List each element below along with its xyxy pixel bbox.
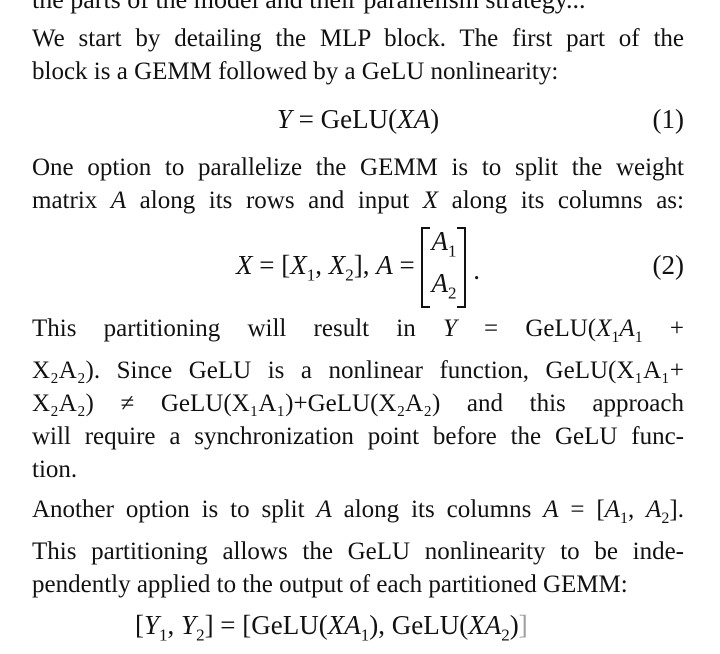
text-line: block is a GEMM followed by a GeLU nonli…	[32, 58, 559, 85]
text-line: This partitioning will result in Y = GeL…	[32, 315, 684, 346]
text-line: matrix A along its rows and input X alon…	[32, 187, 684, 214]
text-line: Another option is to split A along its c…	[32, 496, 684, 527]
text-line: One option to parallelize the GEMM is to…	[32, 154, 684, 181]
paragraph-partition-result: This partitioning will result in Y = GeL…	[32, 312, 684, 486]
paragraph-row-split: One option to parallelize the GEMM is to…	[32, 151, 684, 217]
text-line: will require a synchronization point bef…	[32, 423, 684, 450]
cut-off-text-line: the parts of the model and their paralle…	[32, 0, 690, 14]
equation-2-body: X = [X1, X2], A = A1 A2 .	[32, 226, 684, 310]
math-op: =	[291, 104, 321, 134]
math-op: )	[430, 104, 440, 134]
text-line: We start by detailing the MLP block. The…	[32, 25, 684, 52]
math-fn: GeLU(	[320, 104, 398, 134]
equation-1-body: Y = GeLU(XA)	[32, 102, 684, 136]
equation-2: X = [X1, X2], A = A1 A2 . (2)	[32, 226, 684, 308]
paragraph-mlp-intro: We start by detailing the MLP block. The…	[32, 22, 684, 88]
paragraph-column-split: Another option is to split A along its c…	[32, 493, 684, 601]
math-var: XA	[397, 104, 431, 134]
text-line: X₂A₂). Since GeLU is a nonlinear functio…	[32, 357, 684, 384]
math-var: Y	[276, 104, 292, 134]
equation-3-body: [Y1, Y2] = [GeLU(XA1), GeLU(XA2)]	[135, 610, 528, 645]
watermark-overlay	[520, 600, 620, 640]
text-line: pendently applied to the output of each …	[32, 571, 628, 598]
text-line: This partitioning allows the GeLU nonlin…	[32, 538, 684, 565]
equation-number: (2)	[652, 250, 684, 280]
text-line: tion.	[32, 456, 78, 483]
matrix-a: A1 A2	[421, 225, 467, 310]
equation-number: (1)	[652, 104, 684, 134]
text-line: X₂A₂) ≠ GeLU(X₁A₁)+GeLU(X₂A₂) and this a…	[32, 390, 684, 417]
